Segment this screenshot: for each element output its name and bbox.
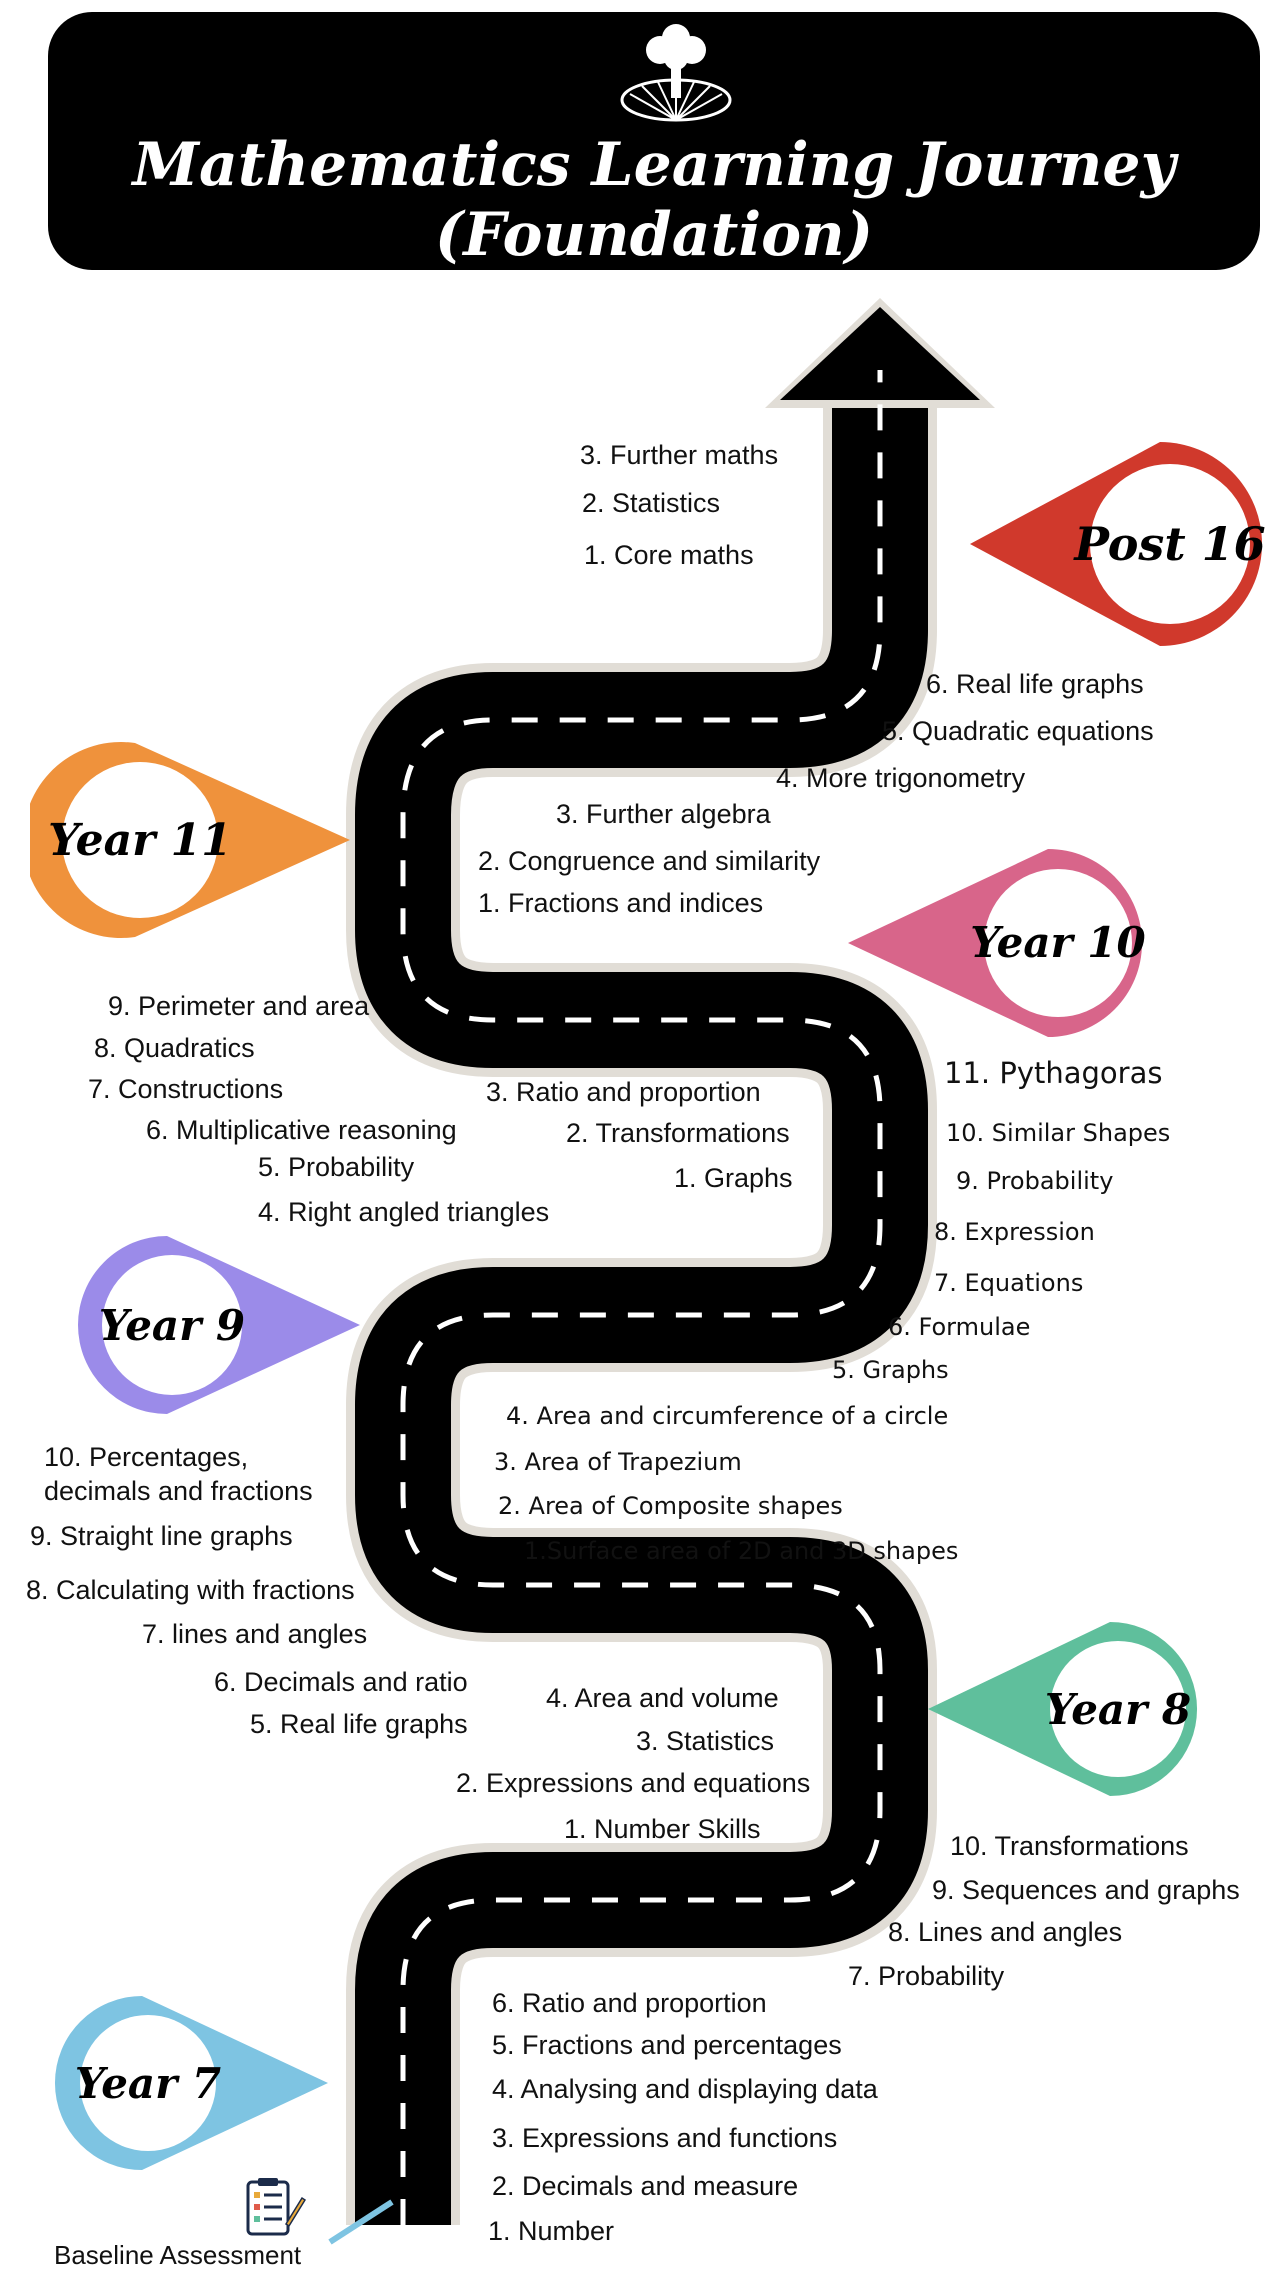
topic-y9r-9: 9. Probability (956, 1167, 1114, 1195)
page-subtitle: (Foundation) (434, 200, 874, 270)
topic-y7-4: 4. Analysing and displaying data (492, 2074, 878, 2104)
topic-y9l-4: 4. Area and volume (546, 1683, 779, 1713)
topic-y10-5: 5. Probability (258, 1152, 415, 1182)
svg-text:Year 11: Year 11 (48, 815, 232, 866)
baseline-pointer (328, 2199, 394, 2245)
topic-y9l-10b: decimals and fractions (44, 1476, 313, 1506)
topic-y9l-10a: 10. Percentages, (44, 1442, 249, 1472)
topic-y11-1: 1. Fractions and indices (478, 888, 764, 918)
topic-y11-6: 6. Real life graphs (926, 669, 1144, 699)
topic-y9l-7: 7. lines and angles (142, 1619, 368, 1649)
topic-y7r-8: 8. Lines and angles (888, 1917, 1123, 1947)
svg-text:Post 16: Post 16 (1072, 517, 1265, 571)
topic-y7-6: 6. Ratio and proportion (492, 1988, 767, 2018)
topic-y9r-2: 2. Area of Composite shapes (498, 1492, 843, 1520)
pin-year7: Year 7 (54, 1996, 328, 2170)
topic-y9r-3: 3. Area of Trapezium (494, 1448, 742, 1476)
topic-y9r-1: 1.Surface area of 2D and 3D shapes (524, 1537, 959, 1565)
topic-y7-3: 3. Expressions and functions (492, 2123, 838, 2153)
topic-y9r-5: 5. Graphs (832, 1356, 949, 1384)
svg-text:Year 7: Year 7 (75, 2059, 221, 2108)
topic-y11-4: 4. More trigonometry (776, 763, 1026, 793)
topic-y9r-4: 4. Area and circumference of a circle (506, 1402, 949, 1430)
topic-y9l-3: 3. Statistics (636, 1726, 775, 1756)
topic-y10-3: 3. Ratio and proportion (486, 1077, 761, 1107)
title-banner: Mathematics Learning Journey (Foundation… (48, 12, 1260, 270)
topic-y9l-2: 2. Expressions and equations (456, 1768, 811, 1798)
topic-y7-2: 2. Decimals and measure (492, 2171, 799, 2201)
clipboard-checklist-icon (246, 2178, 306, 2236)
topic-y7-1: 1. Number (488, 2216, 615, 2246)
svg-text:Year 8: Year 8 (1045, 1685, 1191, 1734)
topic-y11-2: 2. Congruence and similarity (478, 846, 821, 876)
topic-y9r-8: 8. Expression (934, 1218, 1095, 1246)
topic-y9r-7: 7. Equations (934, 1269, 1084, 1297)
topic-y9l-9: 9. Straight line graphs (30, 1521, 293, 1551)
pin-post16: Post 16 (970, 442, 1266, 646)
pin-year10: Year 10 (848, 849, 1146, 1037)
baseline-assessment: Baseline Assessment (54, 2240, 302, 2270)
topic-y7r-7: 7. Probability (848, 1961, 1005, 1991)
pin-year11: Year 11 (30, 742, 350, 938)
tree-logo-icon (620, 24, 732, 122)
topic-y9l-1: 1. Number Skills (564, 1814, 761, 1844)
topic-y10-2: 2. Transformations (566, 1118, 790, 1148)
topic-y9l-5: 5. Real life graphs (250, 1709, 468, 1739)
topic-post16-2: 2. Statistics (582, 488, 721, 518)
topic-y10-4: 4. Right angled triangles (258, 1197, 550, 1227)
topic-y10-1: 1. Graphs (674, 1163, 793, 1193)
topic-y7-5: 5. Fractions and percentages (492, 2030, 842, 2060)
svg-text:Year 9: Year 9 (99, 1301, 245, 1350)
topic-y10-9: 9. Perimeter and area (108, 991, 370, 1021)
topic-y10-7: 7. Constructions (88, 1074, 284, 1104)
topic-y7r-10: 10. Transformations (950, 1831, 1189, 1861)
topic-y9r-10: 10. Similar Shapes (946, 1119, 1171, 1147)
topic-y11-3: 3. Further algebra (556, 799, 771, 829)
topic-post16-3: 3. Further maths (580, 440, 779, 470)
topic-y11-5: 5. Quadratic equations (882, 716, 1154, 746)
svg-text:Year 10: Year 10 (970, 918, 1145, 967)
topic-y9l-8: 8. Calculating with fractions (26, 1575, 355, 1605)
page-title: Mathematics Learning Journey (132, 130, 1176, 200)
topic-y9l-6: 6. Decimals and ratio (214, 1667, 468, 1697)
topic-y7r-9: 9. Sequences and graphs (932, 1875, 1240, 1905)
topic-y10-6: 6. Multiplicative reasoning (146, 1115, 457, 1145)
pin-year8: Year 8 (928, 1622, 1198, 1796)
topic-y10-8: 8. Quadratics (94, 1033, 255, 1063)
pin-year9: Year 9 (78, 1236, 360, 1414)
topic-y9r-6: 6. Formulae (888, 1313, 1031, 1341)
topic-y9r-11: 11. Pythagoras (944, 1056, 1163, 1090)
topic-post16-1: 1. Core maths (584, 540, 754, 570)
